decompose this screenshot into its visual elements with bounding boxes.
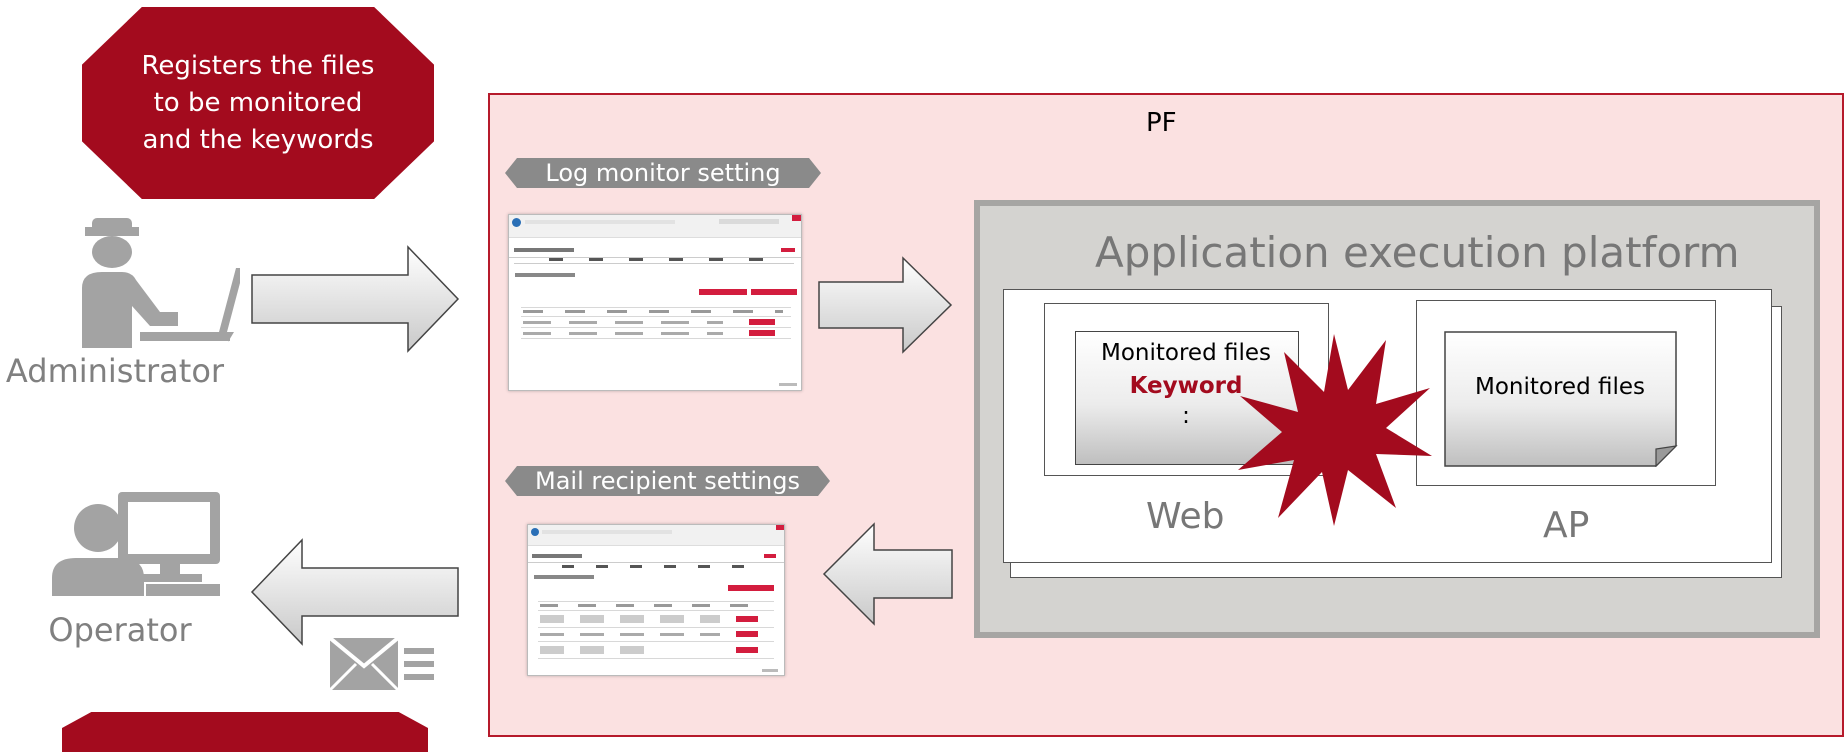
platform-title: Application execution platform [1095,228,1740,277]
admin-callout-line3: and the keywords [142,124,374,155]
mail-icon [328,636,434,692]
notify-arrow [250,538,459,646]
ap-label: AP [1543,505,1590,546]
mail-recipient-tab: Mail recipient settings [505,466,830,496]
admin-callout-line2: to be monitored [153,87,363,118]
alert-burst-icon [1238,334,1432,526]
log-monitor-tab: Log monitor setting [505,158,821,188]
operator-label: Operator [48,611,192,649]
administrator-label: Administrator [5,352,225,390]
admin-callout: Registers the files to be monitored and … [82,7,434,199]
ap-monitored-file [1444,331,1678,467]
register-arrow [251,245,460,353]
operator-icon [52,492,220,596]
web-file-more: : [1182,403,1190,429]
log-monitor-screenshot [508,214,802,391]
deploy-arrow [818,256,953,354]
admin-callout-line1: Registers the files [141,50,375,81]
web-label: Web [1146,496,1225,537]
web-file-keyword: Keyword [1129,373,1243,399]
mail-recipient-screenshot [527,524,785,676]
alert-arrow [822,522,953,626]
web-monitored-file [1075,331,1299,465]
administrator-icon [82,218,240,348]
ap-file-name: Monitored files [1475,374,1645,400]
web-file-name: Monitored files [1101,340,1271,366]
operator-callout [62,712,428,752]
pf-label: PF [1146,108,1177,138]
